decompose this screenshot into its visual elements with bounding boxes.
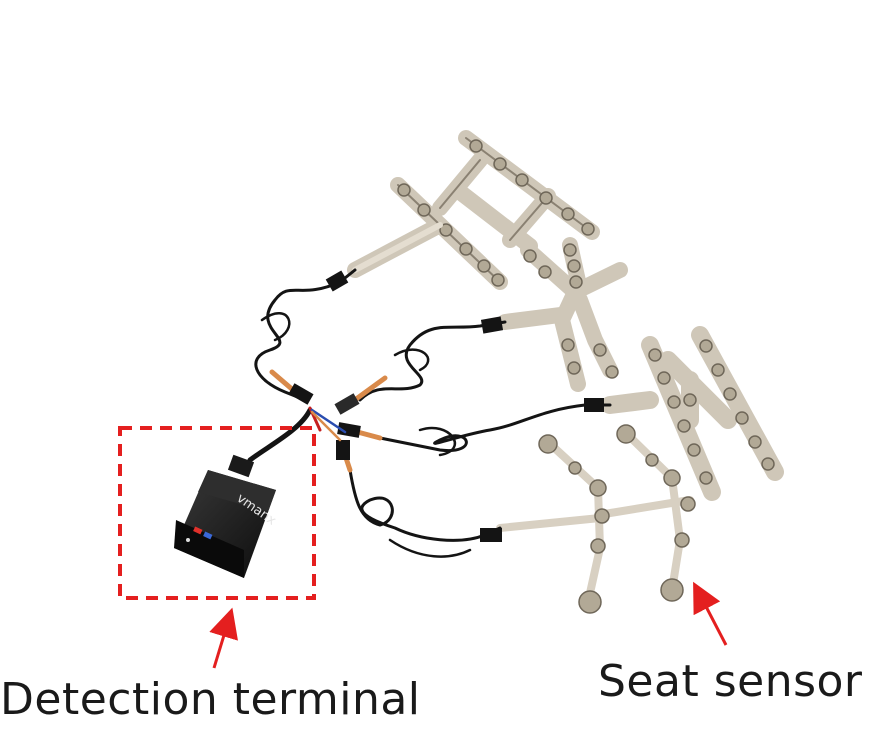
seat-sensor-cushion xyxy=(601,326,784,501)
device-led-red xyxy=(193,526,203,535)
detection-terminal-caption: Detection terminal xyxy=(0,674,421,725)
red-arrow-right xyxy=(693,581,728,646)
red-arrow-left xyxy=(209,607,238,669)
device-led-blue xyxy=(203,531,213,540)
detection-terminal-highlight-box xyxy=(118,426,316,600)
seat-sensor-legs xyxy=(496,424,696,614)
detection-terminal-device: vmanx xyxy=(174,454,279,578)
seat-sensor-back xyxy=(347,130,600,290)
seat-sensor-side xyxy=(497,237,628,392)
cable-harness xyxy=(247,268,612,558)
seat-sensor-caption: Seat sensor xyxy=(598,656,863,707)
device-power-icon xyxy=(186,538,190,542)
